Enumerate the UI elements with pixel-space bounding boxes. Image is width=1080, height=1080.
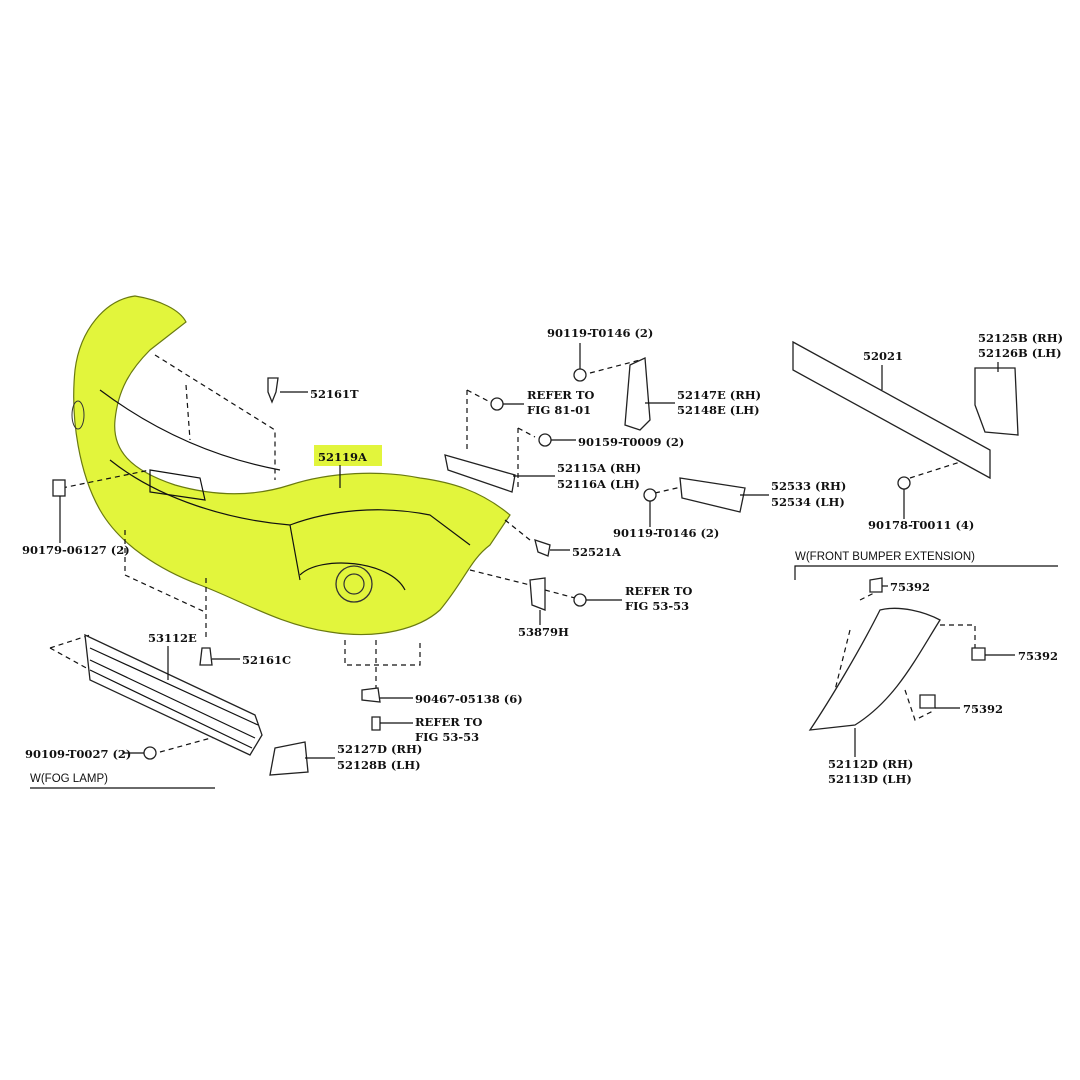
label-support-rh: 52147E (RH) (677, 388, 761, 402)
reinforcement-icon (792, 340, 991, 480)
clip-icon (534, 539, 551, 557)
label-bracket-lh: 52534 (LH) (771, 495, 845, 509)
label-arm-rh: 52125B (RH) (978, 331, 1063, 345)
screw-icon (143, 746, 157, 760)
bolt-icon (573, 368, 587, 382)
label-clip-ext-1: 75392 (890, 580, 930, 594)
label-clip-ext-2: 75392 (1018, 649, 1058, 663)
label-clip-lower: 52161C (242, 653, 291, 667)
label-bolt-bracket: 90119-T0146 (2) (613, 526, 719, 540)
section-fog-lamp: W(FOG LAMP) (30, 773, 108, 785)
label-retainer-lh: 52116A (LH) (557, 477, 640, 491)
label-refer-lower-1: REFER TO (415, 715, 482, 729)
label-support-lh: 52148E (LH) (677, 403, 760, 417)
bolt-icon (371, 716, 381, 731)
bolt-icon (643, 488, 657, 502)
label-screw-grille: 90109-T0027 (2) (25, 747, 131, 761)
bolt-icon (490, 397, 504, 411)
bolt-icon (573, 593, 587, 607)
clip-icon (199, 647, 213, 666)
grille-icon (84, 633, 263, 756)
bumper-label-highlight (314, 445, 382, 466)
label-fog-cover-lh: 52128B (LH) (337, 758, 421, 772)
clip-icon (869, 577, 883, 593)
label-refer-top-1: REFER TO (527, 388, 594, 402)
extension-icon (808, 607, 941, 731)
support-icon (624, 357, 651, 431)
label-extension-lh: 52113D (LH) (828, 772, 912, 786)
label-nut-reinf: 90178-T0011 (4) (868, 518, 974, 532)
label-clip-side: 52521A (572, 545, 622, 559)
label-bracket-lower: 53879H (518, 625, 569, 639)
section-front-bumper-extension: W(FRONT BUMPER EXTENSION) (795, 551, 975, 563)
label-arm-lh: 52126B (LH) (978, 346, 1062, 360)
label-bracket-rh: 52533 (RH) (771, 479, 846, 493)
retainer-icon (444, 454, 516, 493)
clip-icon (267, 377, 279, 404)
label-extension-rh: 52112D (RH) (828, 757, 913, 771)
label-fog-cover-rh: 52127D (RH) (337, 742, 422, 756)
label-bolt-top: 90119-T0146 (2) (547, 326, 653, 340)
bumper-cover (71, 295, 511, 636)
label-grille: 53112E (148, 631, 197, 645)
label-retainer-rh: 52115A (RH) (557, 461, 641, 475)
label-refer-lower-2: FIG 53-53 (415, 730, 479, 744)
part-shapes (52, 340, 1019, 776)
label-refer-top-2: FIG 81-01 (527, 403, 591, 417)
label-screw-top: 90159-T0009 (2) (578, 435, 684, 449)
label-clip-ext-3: 75392 (963, 702, 1003, 716)
bracket-icon (679, 477, 746, 513)
part-labels: 52161T 52119A 90179-06127 (2) 53112E 521… (22, 326, 1063, 786)
nut-icon (897, 476, 911, 490)
leader-lines (30, 343, 1058, 789)
label-52161t: 52161T (310, 387, 359, 401)
clip-icon (52, 479, 66, 497)
label-bumper-cover: 52119A (318, 450, 368, 464)
clip-icon (971, 647, 986, 661)
clip-icon (919, 694, 936, 709)
bracket-icon (529, 577, 546, 611)
label-refer-side-1: REFER TO (625, 584, 692, 598)
screw-icon (538, 433, 552, 447)
fog-cover-icon (269, 741, 309, 776)
label-refer-side-2: FIG 53-53 (625, 599, 689, 613)
label-nut-lower: 90467-05138 (6) (415, 692, 523, 706)
label-reinforcement: 52021 (863, 349, 903, 363)
arm-icon (974, 367, 1019, 436)
nut-icon (361, 687, 381, 703)
label-clip-left: 90179-06127 (2) (22, 543, 130, 557)
